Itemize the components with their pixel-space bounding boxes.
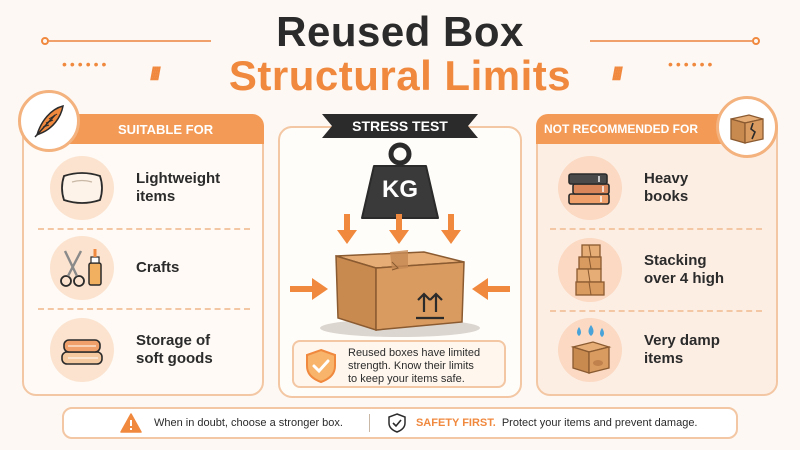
page-title-line2: Structural Limits xyxy=(228,52,572,99)
stress-tab: STRESS TEST xyxy=(322,114,478,138)
left-arrow-icon xyxy=(472,278,510,300)
list-item: Storage of soft goods xyxy=(50,318,260,382)
deco-line-right xyxy=(590,40,752,42)
footer-divider xyxy=(368,414,370,432)
item-label-line1: Very damp xyxy=(644,332,720,349)
wet-box-icon xyxy=(558,318,622,382)
note-line1: Reused boxes have limited xyxy=(348,347,481,359)
weight-label: KG xyxy=(382,176,418,203)
item-label-line1: Lightweight xyxy=(136,170,221,187)
folded-towels-icon xyxy=(50,318,114,382)
deco-dots-right: •••••• xyxy=(668,56,716,72)
list-item: Very damp items xyxy=(558,318,768,382)
note-line3: to keep your items safe. xyxy=(348,373,465,385)
footer-bar: When in doubt, choose a stronger box. SA… xyxy=(62,407,738,439)
cardboard-box-icon xyxy=(320,250,480,337)
stress-heading: STRESS TEST xyxy=(352,118,448,134)
item-label-line2: items xyxy=(136,188,176,205)
page-title-line1: Reused Box xyxy=(276,8,524,55)
item-label-line2: items xyxy=(644,350,684,367)
info-note: Reused boxes have limited strength. Know… xyxy=(292,340,506,388)
item-label-line2: over 4 high xyxy=(644,270,725,287)
divider xyxy=(38,308,250,310)
stacked-boxes-icon xyxy=(558,238,622,302)
deco-dots-left: •••••• xyxy=(62,56,110,72)
chevrons-right-icon: //// xyxy=(612,64,623,84)
divider xyxy=(38,228,250,230)
suitable-banner: SUITABLE FOR xyxy=(68,114,264,144)
item-label-line2: books xyxy=(644,188,689,205)
pillow-icon xyxy=(50,156,114,220)
footer-safety-text: Protect your items and prevent damage. xyxy=(501,417,698,429)
warning-icon xyxy=(120,413,142,433)
footer-left-text: When in doubt, choose a stronger box. xyxy=(154,417,343,429)
item-label-line1: Stacking xyxy=(644,252,707,269)
divider xyxy=(550,228,762,230)
item-label-line2: soft goods xyxy=(136,350,213,367)
list-item: Heavy books xyxy=(558,156,768,220)
deco-dot-right xyxy=(752,37,760,45)
item-label-line1: Crafts xyxy=(136,259,180,276)
damaged-box-icon xyxy=(716,96,778,158)
list-item: Stacking over 4 high xyxy=(558,238,768,302)
suitable-heading: SUITABLE FOR xyxy=(118,121,214,137)
note-line2: strength. Know their limits xyxy=(348,360,474,372)
deco-dot-left xyxy=(41,37,49,45)
scissors-glue-icon xyxy=(50,236,114,300)
not-recommended-heading: NOT RECOMMENDED FOR xyxy=(544,122,698,136)
list-item: Lightweight items xyxy=(50,156,260,220)
item-label-line1: Storage of xyxy=(136,332,211,349)
shield-check-icon xyxy=(306,348,336,384)
chevrons-left-icon: //// xyxy=(150,64,161,84)
books-icon xyxy=(558,156,622,220)
footer-safety-label: SAFETY FIRST. xyxy=(415,417,496,429)
shield-check-small-icon xyxy=(388,413,406,433)
weight-icon: KG xyxy=(358,140,442,220)
list-item: Crafts xyxy=(50,236,260,300)
right-arrow-icon xyxy=(290,278,328,300)
item-label-line1: Heavy xyxy=(644,170,689,187)
divider xyxy=(550,310,762,312)
down-arrows-icon xyxy=(337,214,461,244)
not-recommended-banner: NOT RECOMMENDED FOR xyxy=(536,114,734,144)
feather-icon xyxy=(18,90,80,152)
deco-line-left xyxy=(49,40,211,42)
